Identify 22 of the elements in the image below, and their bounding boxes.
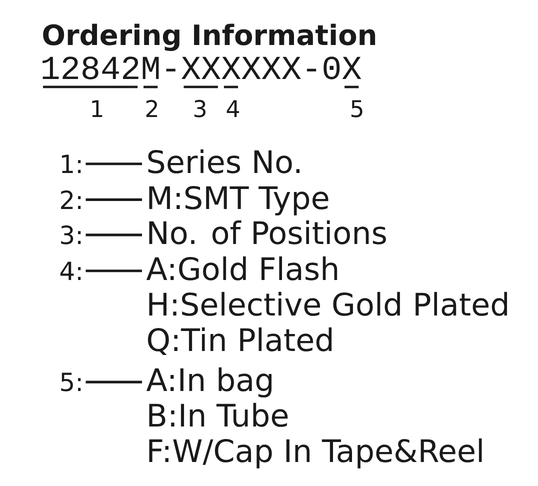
callout-number: 3 [194,100,206,118]
option-list: A:Gold Flash H:Selective Gold Plated Q:Tin Plated [146,256,507,355]
field-number: 2: [61,190,81,209]
callout-number: 2 [146,100,158,117]
leader-line [86,234,142,236]
field-number: 4: [60,262,81,280]
part-number: 12842M-XXXXXX-0X [42,56,362,80]
leader-line [86,198,142,202]
field-number: 5: [61,372,81,392]
field-description: No. of Positions [149,220,386,244]
option-list: A:In bag B:In Tube F:W/Cap In Tape&Reel [146,367,482,468]
field-description: M:SMT Type [149,186,328,216]
callout-number: 5 [351,100,362,118]
field-number: 3: [61,225,81,244]
leader-line [86,162,142,166]
callout-number: 4 [226,100,240,117]
field-number: 1: [62,154,81,173]
field-description: Series No. [148,149,300,174]
leader-line [86,380,142,384]
callout-number: 1 [92,100,102,117]
title: Ordering Information [43,24,376,52]
leader-line [86,270,142,272]
